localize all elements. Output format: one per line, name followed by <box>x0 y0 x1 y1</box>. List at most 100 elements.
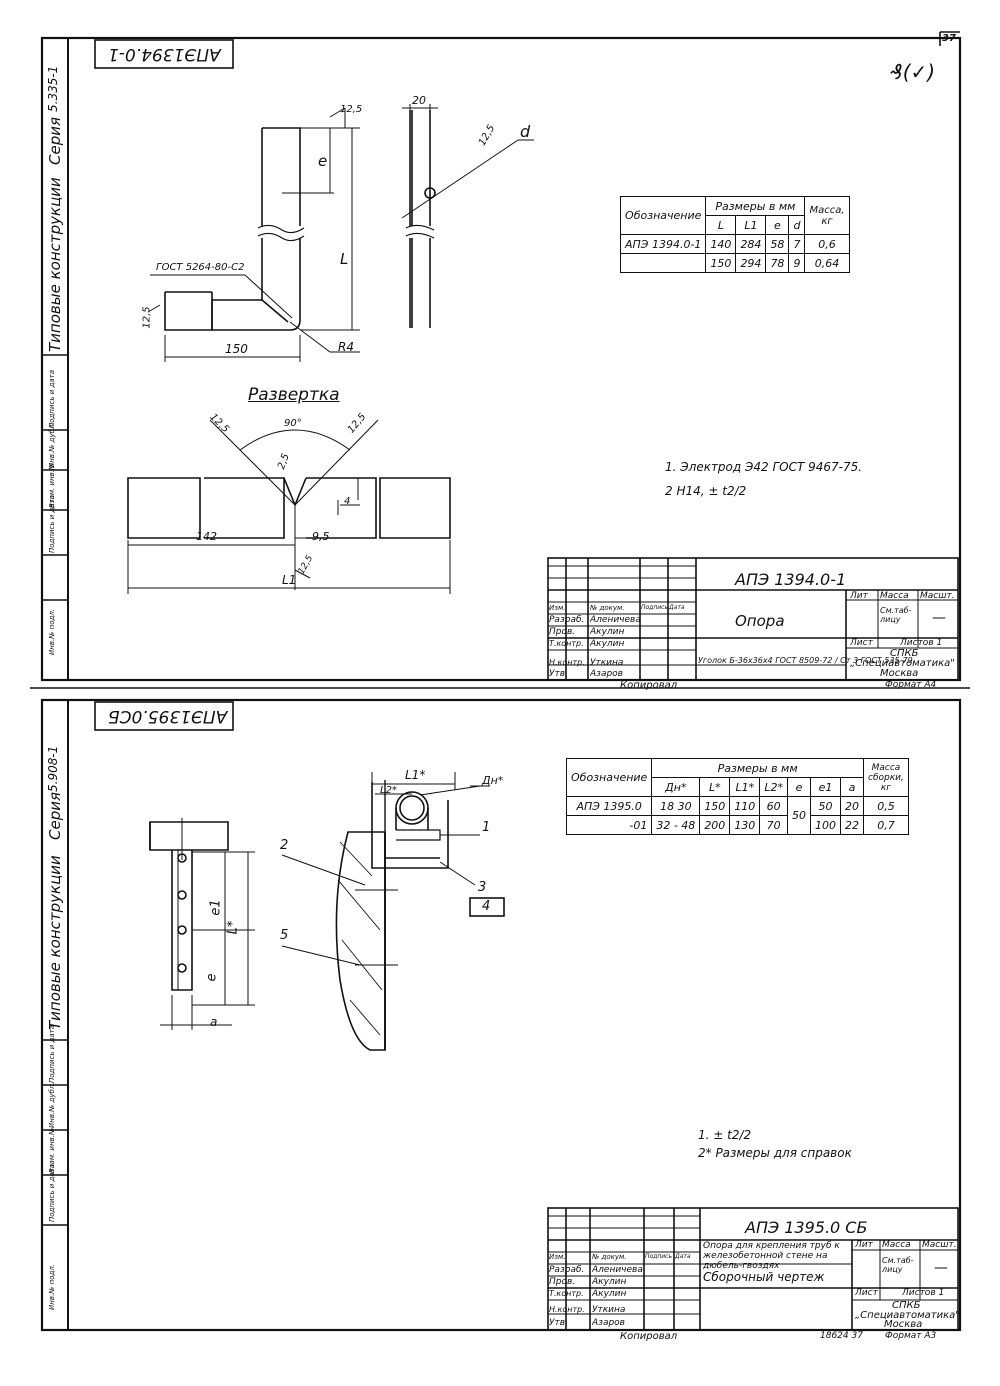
top-stamp-name: Опора <box>735 612 785 630</box>
table-row: АПЭ 1395.0 18 30 150 110 60 50 50 20 0,5 <box>565 796 909 835</box>
stamp-role: Н.контр. <box>549 658 585 667</box>
dim-L1: L1 <box>282 573 297 587</box>
top-col-1: Подпись и дата <box>48 370 56 428</box>
dim-b-e1: e1 <box>208 899 224 916</box>
bottom-side-title: Типовые конструкции <box>46 855 64 1030</box>
b-sub: Дн* <box>651 777 701 797</box>
bottom-note-1: 1. ± t2/2 <box>698 1128 752 1142</box>
row-e: 58 <box>765 234 790 254</box>
dim-d: d <box>520 122 531 141</box>
top-stamp-org1: СПКБ <box>890 648 919 659</box>
revision-mark: ₰(✓) <box>890 60 936 84</box>
table-row: 150 294 78 9 0,64 <box>619 253 850 273</box>
callout-1: 1 <box>482 820 491 835</box>
bottom-stamp-massa: Масса <box>882 1240 911 1250</box>
top-rotated-code: АПЭ1394.0-1 <box>108 44 221 64</box>
bottom-stamp-code: АПЭ 1395.0 СБ <box>745 1218 868 1237</box>
top-sub-L: L <box>705 215 737 235</box>
bottom-series-label: Серия <box>46 792 64 840</box>
dim-125-c: 12,5 <box>141 306 153 329</box>
row-e: 78 <box>765 253 790 273</box>
row-L1: 284 <box>735 234 767 254</box>
row-L2: 60 <box>759 796 788 816</box>
bottom-format: Формат А3 <box>885 1331 937 1341</box>
bottom-col-2: Инв.№ дубл. <box>48 1082 56 1128</box>
bottom-series-code: 5.908-1 <box>46 745 60 792</box>
row-d: 7 <box>788 234 806 254</box>
stamp-sign: Подпись <box>645 1253 672 1260</box>
top-col-sizes: Размеры в мм <box>705 196 806 216</box>
row-L2: 70 <box>759 815 788 835</box>
dim-b-a: a <box>210 1015 218 1029</box>
stamp-role: Изм. <box>549 1253 566 1261</box>
stamp-date: Дата <box>669 604 685 611</box>
b-col-sizes: Размеры в мм <box>651 758 864 778</box>
bottom-stamp-org1: СПКБ <box>892 1300 921 1311</box>
top-series-code: 5.335-1 <box>46 65 60 112</box>
row-mass: 0,64 <box>804 253 850 273</box>
dim-e: e <box>318 152 328 170</box>
top-sub-e: e <box>765 215 790 235</box>
stamp-who: Акулин <box>590 627 625 637</box>
row-L: 150 <box>705 253 737 273</box>
row-L: 200 <box>699 815 731 835</box>
bottom-stamp-org2: „Специавтоматика" <box>855 1310 960 1321</box>
stamp-sign: Подпись <box>641 604 668 611</box>
dim-b-L: L* <box>225 920 241 935</box>
bottom-archive: 18624 37 <box>820 1331 863 1341</box>
dim-150: 150 <box>225 342 248 356</box>
stamp-role: Т.контр. <box>549 1289 584 1298</box>
top-stamp-listov: Листов 1 <box>900 638 943 648</box>
bottom-col-5: Инв.№ подл. <box>48 1263 56 1310</box>
row-e1: 100 <box>809 815 841 835</box>
sheet-number: 37 <box>942 33 956 44</box>
stamp-date: Дата <box>675 1253 691 1260</box>
top-stamp-org3: Москва <box>880 668 919 679</box>
bottom-stamp-org3: Москва <box>884 1319 923 1330</box>
top-stamp-scale-val: — <box>932 610 946 626</box>
row-name: АПЭ 1395.0 <box>565 796 653 816</box>
stamp-role: Разраб. <box>549 1265 585 1275</box>
row-name <box>619 253 707 273</box>
b-col-mass: Масса сборки, кг <box>862 758 909 797</box>
row-L: 140 <box>705 234 737 254</box>
b-sub: e <box>786 777 811 797</box>
row-dn: 32 - 48 <box>651 815 701 835</box>
bottom-stamp-name: Опора для крепления труб к железобетонно… <box>703 1241 840 1271</box>
stamp-role: Пров. <box>549 627 576 637</box>
bottom-stamp-mass-val: См.таб-лицу <box>882 1256 914 1274</box>
row-d: 9 <box>788 253 806 273</box>
b-sub: L1* <box>729 777 761 797</box>
bottom-stamp-listov: Листов 1 <box>902 1288 945 1298</box>
gost-weld: ГОСТ 5264-80-С2 <box>156 262 245 273</box>
bottom-col-4: Подпись и дата <box>48 1164 56 1222</box>
bottom-stamp-lit: Лит <box>855 1240 873 1250</box>
top-sizes-table: Обозначение Размеры в мм Масса, кг L L1 … <box>619 196 850 273</box>
dim-20: 20 <box>412 94 426 107</box>
callout-3: 3 <box>478 880 487 895</box>
callout-2: 2 <box>280 838 289 853</box>
dim-R4: R4 <box>338 340 354 354</box>
b-sub: L* <box>699 777 731 797</box>
stamp-role: Разраб. <box>549 615 585 625</box>
top-stamp-lit: Лит <box>850 591 868 601</box>
top-format: Формат А4 <box>885 680 937 690</box>
top-col-4: Подпись и дата <box>48 495 56 553</box>
top-col-designation: Обозначение <box>619 196 707 235</box>
bottom-stamp-doc: Сборочный чертеж <box>703 1270 825 1284</box>
dim-95: 9,5 <box>312 530 330 543</box>
dim-4: 4 <box>344 496 351 507</box>
row-name: АПЭ 1394.0-1 <box>619 234 707 254</box>
bottom-rotated-code: АПЭ1395.0СБ <box>108 706 228 726</box>
row-mass: 0,6 <box>804 234 850 254</box>
callout-4: 4 <box>482 899 491 914</box>
bottom-note-2: 2* Размеры для справок <box>698 1146 852 1160</box>
stamp-role: Т.контр. <box>549 639 584 648</box>
top-stamp-material: Уголок Б-36х36х4 ГОСТ 8509-72 / Ст 3 ГОС… <box>698 656 913 665</box>
stamp-who: Азаров <box>592 1318 625 1328</box>
top-stamp-code: АПЭ 1394.0-1 <box>735 570 847 589</box>
row-name: -01 <box>565 815 653 835</box>
stamp-who: Акулин <box>590 639 625 649</box>
stamp-who: Аленичева <box>590 615 641 625</box>
top-stamp-mass-val: См.таб-лицу <box>880 606 912 624</box>
